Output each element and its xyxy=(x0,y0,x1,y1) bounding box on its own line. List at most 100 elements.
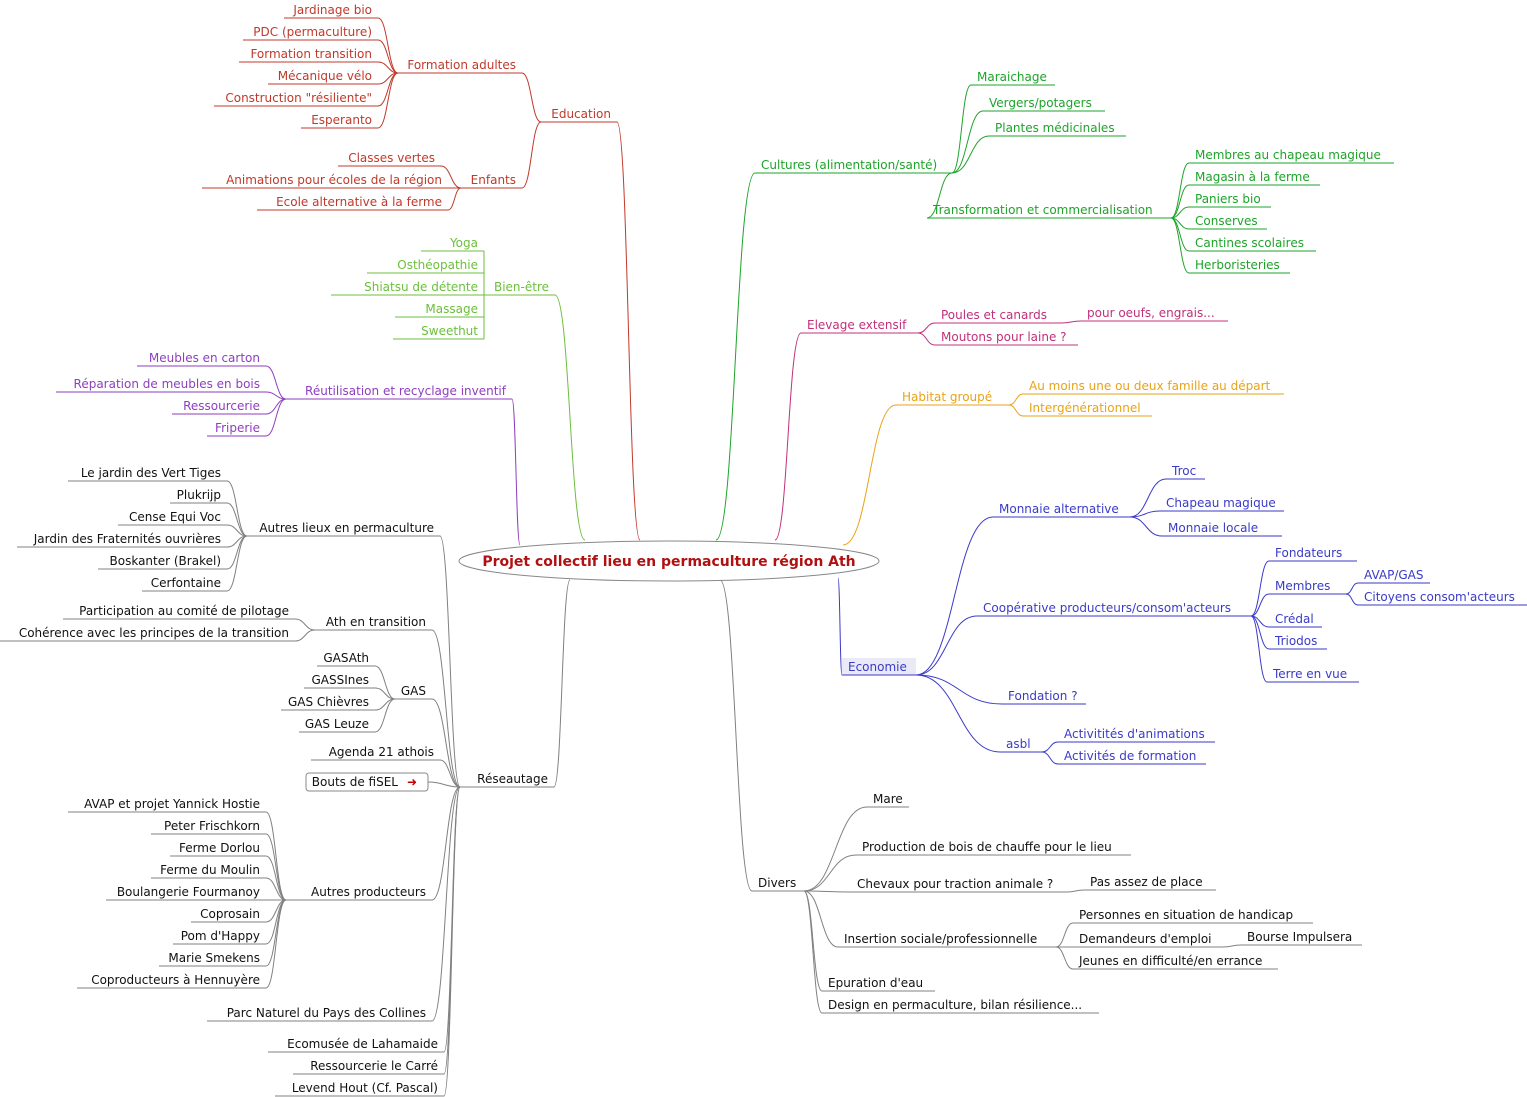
node-formation-adultes[interactable]: Formation adultes xyxy=(398,58,522,74)
node-gasath[interactable]: GASAth xyxy=(317,651,375,667)
node-autres-producteurs[interactable]: Autres producteurs xyxy=(286,885,432,901)
node-pdc-permaculture[interactable]: PDC (permaculture) xyxy=(243,25,378,41)
node-paniers-bio[interactable]: Paniers bio xyxy=(1189,192,1271,208)
node-epuration-d-eau[interactable]: Epuration d'eau xyxy=(822,976,935,992)
node-reseautage[interactable]: Réseautage xyxy=(460,772,554,788)
node-gassines[interactable]: GASSInes xyxy=(304,673,375,689)
node-ath-en-transition[interactable]: Ath en transition xyxy=(315,615,432,631)
node-cultures-alimentation-sante[interactable]: Cultures (alimentation/santé) xyxy=(755,158,952,174)
node-monnaie-locale[interactable]: Monnaie locale xyxy=(1162,521,1282,537)
node-poules-et-canards[interactable]: Poules et canards xyxy=(935,308,1061,324)
node-economie[interactable]: Economie xyxy=(842,658,916,676)
node-moutons-pour-laine[interactable]: Moutons pour laine ? xyxy=(935,330,1078,346)
node-demandeurs-d-emploi[interactable]: Demandeurs d'emploi xyxy=(1073,932,1223,948)
node-avap-gas[interactable]: AVAP/GAS xyxy=(1358,568,1430,584)
node-reutilisation-et-recyclage-inventif[interactable]: Réutilisation et recyclage inventif xyxy=(286,384,512,400)
node-elevage-extensif[interactable]: Elevage extensif xyxy=(801,318,918,334)
node-gas-chievres[interactable]: GAS Chièvres xyxy=(281,695,375,711)
node-ferme-du-moulin[interactable]: Ferme du Moulin xyxy=(151,863,266,879)
node-ferme-dorlou[interactable]: Ferme Dorlou xyxy=(170,841,266,857)
node-design-en-permaculture-bilan-resilience[interactable]: Design en permaculture, bilan résilience… xyxy=(822,998,1099,1014)
node-personnes-en-situation-de-handicap[interactable]: Personnes en situation de handicap xyxy=(1073,908,1313,924)
node-gas[interactable]: GAS xyxy=(395,684,432,700)
node-classes-vertes[interactable]: Classes vertes xyxy=(338,151,441,167)
node-ressourcerie[interactable]: Ressourcerie xyxy=(172,399,266,415)
node-activitites-d-animations[interactable]: Activitités d'animations xyxy=(1058,727,1215,743)
node-sweethut[interactable]: Sweethut xyxy=(393,324,484,340)
node-plantes-medicinales[interactable]: Plantes médicinales xyxy=(989,121,1126,137)
node-reparation-de-meubles-en-bois[interactable]: Réparation de meubles en bois xyxy=(56,377,266,393)
node-boskanter-brakel[interactable]: Boskanter (Brakel) xyxy=(98,554,227,570)
node-membres-au-chapeau-magique[interactable]: Membres au chapeau magique xyxy=(1189,148,1394,164)
node-marie-smekens[interactable]: Marie Smekens xyxy=(159,951,266,967)
node-boulangerie-fourmanoy[interactable]: Boulangerie Fourmanoy xyxy=(106,885,266,901)
node-plukrijp[interactable]: Plukrijp xyxy=(170,488,227,504)
node-gas-leuze[interactable]: GAS Leuze xyxy=(299,717,375,733)
node-coproducteurs-a-hennuyere[interactable]: Coproducteurs à Hennuyère xyxy=(77,973,266,989)
node-herboristeries[interactable]: Herboristeries xyxy=(1189,258,1290,274)
node-pas-assez-de-place[interactable]: Pas assez de place xyxy=(1084,875,1216,891)
node-vergers-potagers[interactable]: Vergers/potagers xyxy=(983,96,1105,112)
node-meubles-en-carton[interactable]: Meubles en carton xyxy=(137,351,266,367)
node-conserves[interactable]: Conserves xyxy=(1189,214,1267,230)
node-bien-etre[interactable]: Bien-être xyxy=(484,280,555,296)
node-cantines-scolaires[interactable]: Cantines scolaires xyxy=(1189,236,1316,252)
node-pour-oeufs-engrais[interactable]: pour oeufs, engrais... xyxy=(1081,306,1228,322)
node-troc[interactable]: Troc xyxy=(1166,464,1205,480)
node-pom-d-happy[interactable]: Pom d'Happy xyxy=(173,929,266,945)
node-avap-et-projet-yannick-hostie[interactable]: AVAP et projet Yannick Hostie xyxy=(68,797,266,813)
node-agenda-21-athois[interactable]: Agenda 21 athois xyxy=(311,745,440,761)
node-autres-lieux-en-permaculture[interactable]: Autres lieux en permaculture xyxy=(247,521,440,537)
node-mecanique-velo[interactable]: Mécanique vélo xyxy=(268,69,378,85)
node-insertion-sociale-professionnelle[interactable]: Insertion sociale/professionnelle xyxy=(838,932,1056,948)
node-monnaie-alternative[interactable]: Monnaie alternative xyxy=(993,502,1130,518)
node-formation-transition[interactable]: Formation transition xyxy=(239,47,378,63)
node-peter-frischkorn[interactable]: Peter Frischkorn xyxy=(151,819,266,835)
node-esperanto[interactable]: Esperanto xyxy=(301,113,378,129)
central-topic[interactable]: Projet collectif lieu en permaculture ré… xyxy=(458,540,880,582)
node-massage[interactable]: Massage xyxy=(395,302,484,318)
node-education[interactable]: Education xyxy=(541,107,617,123)
node-transformation-et-commercialisation[interactable]: Transformation et commercialisation xyxy=(927,203,1171,219)
node-production-de-bois-de-chauffe-pour-le-li[interactable]: Production de bois de chauffe pour le li… xyxy=(856,840,1131,856)
node-magasin-a-la-ferme[interactable]: Magasin à la ferme xyxy=(1189,170,1320,186)
node-jardin-des-fraternites-ouvrieres[interactable]: Jardin des Fraternités ouvrières xyxy=(17,532,227,548)
node-activites-de-formation[interactable]: Activités de formation xyxy=(1058,749,1206,765)
node-asbl[interactable]: asbl xyxy=(1000,737,1042,753)
node-bouts-de-fisel[interactable]: Bouts de fiSEL➜ xyxy=(305,772,429,792)
node-fondateurs[interactable]: Fondateurs xyxy=(1269,546,1357,562)
node-coprosain[interactable]: Coprosain xyxy=(191,907,266,923)
node-ecole-alternative-a-la-ferme[interactable]: Ecole alternative à la ferme xyxy=(257,195,448,211)
node-enfants[interactable]: Enfants xyxy=(461,173,522,189)
node-terre-en-vue[interactable]: Terre en vue xyxy=(1267,667,1359,683)
node-jardinage-bio[interactable]: Jardinage bio xyxy=(284,3,378,19)
node-animations-pour-ecoles-de-la-region[interactable]: Animations pour écoles de la région xyxy=(202,173,448,189)
node-mare[interactable]: Mare xyxy=(867,792,909,808)
node-membres[interactable]: Membres xyxy=(1269,579,1346,595)
node-yoga[interactable]: Yoga xyxy=(421,236,484,252)
node-friperie[interactable]: Friperie xyxy=(207,421,266,437)
node-intergenerationnel[interactable]: Intergénérationnel xyxy=(1023,401,1152,417)
node-credal[interactable]: Crédal xyxy=(1269,612,1322,628)
node-construction-resiliente[interactable]: Construction "résiliente" xyxy=(214,91,378,107)
node-au-moins-une-ou-deux-famille-au-depart[interactable]: Au moins une ou deux famille au départ xyxy=(1023,379,1284,395)
node-habitat-groupe[interactable]: Habitat groupé xyxy=(896,390,1009,406)
node-chapeau-magique[interactable]: Chapeau magique xyxy=(1160,496,1284,512)
node-triodos[interactable]: Triodos xyxy=(1269,634,1327,650)
node-coherence-avec-les-principes-de-la-trans[interactable]: Cohérence avec les principes de la trans… xyxy=(0,626,295,642)
node-ostheopathie[interactable]: Osthéopathie xyxy=(367,258,484,274)
node-jeunes-en-difficulte-en-errance[interactable]: Jeunes en difficulté/en errance xyxy=(1073,954,1278,970)
node-divers[interactable]: Divers xyxy=(752,876,804,892)
node-citoyens-consom-acteurs[interactable]: Citoyens consom'acteurs xyxy=(1358,590,1527,606)
node-ecomusee-de-lahamaide[interactable]: Ecomusée de Lahamaide xyxy=(268,1037,444,1053)
node-participation-au-comite-de-pilotage[interactable]: Participation au comité de pilotage xyxy=(63,604,295,620)
node-levend-hout-cf-pascal[interactable]: Levend Hout (Cf. Pascal) xyxy=(275,1081,444,1097)
node-maraichage[interactable]: Maraichage xyxy=(971,70,1055,86)
node-cerfontaine[interactable]: Cerfontaine xyxy=(142,576,227,592)
node-chevaux-pour-traction-animale[interactable]: Chevaux pour traction animale ? xyxy=(851,877,1067,893)
node-parc-naturel-du-pays-des-collines[interactable]: Parc Naturel du Pays des Collines xyxy=(207,1006,432,1022)
node-ressourcerie-le-carre[interactable]: Ressourcerie le Carré xyxy=(293,1059,444,1075)
node-shiatsu-de-detente[interactable]: Shiatsu de détente xyxy=(331,280,484,296)
node-le-jardin-des-vert-tiges[interactable]: Le jardin des Vert Tiges xyxy=(68,466,227,482)
node-cooperative-producteurs-consom-acteurs[interactable]: Coopérative producteurs/consom'acteurs xyxy=(977,601,1251,617)
